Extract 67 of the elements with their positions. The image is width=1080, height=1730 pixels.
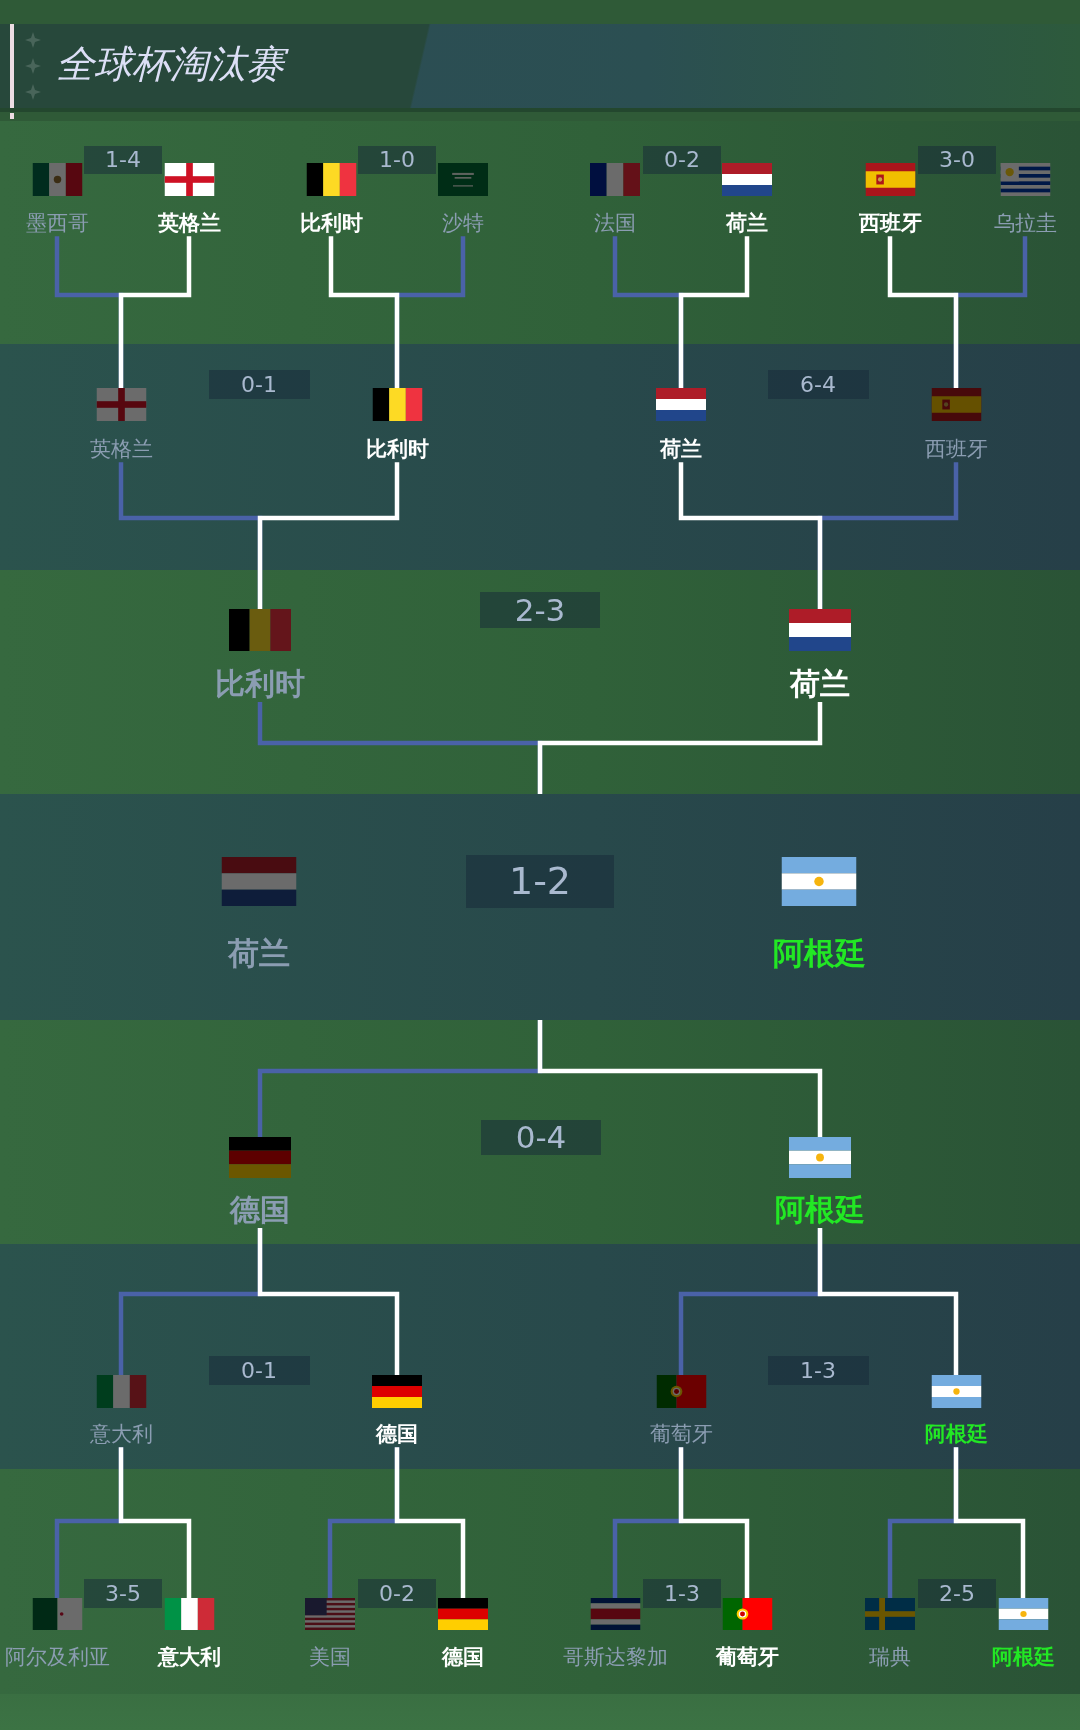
page-title: 全球杯淘汰赛 — [54, 38, 296, 92]
team-name: 葡萄牙 — [715, 1645, 779, 1671]
score-box: 1-3 — [643, 1579, 721, 1608]
team-name: 意大利 — [157, 1645, 221, 1671]
round-band — [0, 570, 1080, 794]
team-name: 荷兰 — [228, 935, 290, 973]
bracket-line — [953, 1447, 1026, 1598]
bracket-line — [118, 1447, 192, 1598]
team-name: 英格兰 — [157, 211, 221, 237]
round-band — [0, 121, 1080, 344]
team-name: 葡萄牙 — [649, 1422, 713, 1448]
score-box: 1-2 — [466, 855, 614, 908]
round-band — [0, 1020, 1080, 1244]
team-name: 法国 — [594, 211, 636, 237]
bracket-line — [678, 236, 750, 388]
bracket-line — [537, 702, 823, 794]
team-name: 英格兰 — [89, 437, 153, 463]
bracket-line — [537, 1020, 823, 1137]
team-name: 德国 — [230, 1192, 290, 1228]
team-name: 比利时 — [299, 211, 363, 237]
score-box: 0-1 — [208, 1356, 310, 1385]
team-name: 西班牙 — [858, 211, 922, 237]
bracket-line — [394, 1447, 466, 1598]
team-name: 荷兰 — [790, 666, 850, 702]
bracket-line — [817, 1228, 959, 1375]
bracket-line — [328, 236, 400, 388]
bracket-line — [678, 462, 823, 609]
team-name: 西班牙 — [924, 437, 988, 463]
team-name: 意大利 — [89, 1422, 153, 1448]
team-name: 沙特 — [442, 211, 484, 237]
team-name: 阿根廷 — [775, 1192, 865, 1228]
score-box: 0-2 — [358, 1579, 436, 1608]
bracket-line — [257, 1228, 400, 1375]
score-box: 1-0 — [358, 146, 436, 174]
team-name: 瑞典 — [869, 1645, 911, 1671]
round-band — [0, 794, 1080, 1020]
team-name: 比利时 — [215, 666, 305, 702]
round-band — [0, 1469, 1080, 1694]
team-name: 德国 — [442, 1645, 484, 1671]
bracket-line — [118, 236, 192, 388]
score-box: 2-3 — [480, 592, 600, 628]
team-name: 乌拉圭 — [993, 211, 1057, 237]
round-band — [0, 344, 1080, 570]
score-box: 0-1 — [208, 370, 310, 399]
team-name: 荷兰 — [660, 437, 702, 463]
score-box: 3-5 — [84, 1579, 162, 1608]
team-name: 比利时 — [365, 437, 429, 463]
bracket-line — [887, 236, 959, 388]
score-box: 6-4 — [767, 370, 869, 399]
round-band — [0, 1244, 1080, 1469]
team-name: 阿根廷 — [924, 1422, 988, 1448]
bracket-line — [678, 1447, 750, 1598]
score-box: 2-5 — [918, 1579, 996, 1608]
team-name: 哥斯达黎加 — [562, 1645, 668, 1671]
team-name: 美国 — [309, 1645, 351, 1671]
score-box: 0-4 — [481, 1120, 601, 1155]
team-name: 阿尔及利亚 — [4, 1645, 110, 1671]
team-name: 德国 — [376, 1422, 418, 1448]
team-name: 荷兰 — [726, 211, 768, 237]
team-name: 阿根廷 — [991, 1645, 1055, 1671]
score-box: 0-2 — [643, 146, 721, 174]
team-name: 墨西哥 — [25, 211, 89, 237]
score-box: 3-0 — [918, 146, 996, 174]
score-box: 1-4 — [84, 146, 162, 174]
score-box: 1-3 — [767, 1356, 869, 1385]
bracket-line — [257, 462, 400, 609]
team-name: 阿根廷 — [772, 935, 866, 973]
